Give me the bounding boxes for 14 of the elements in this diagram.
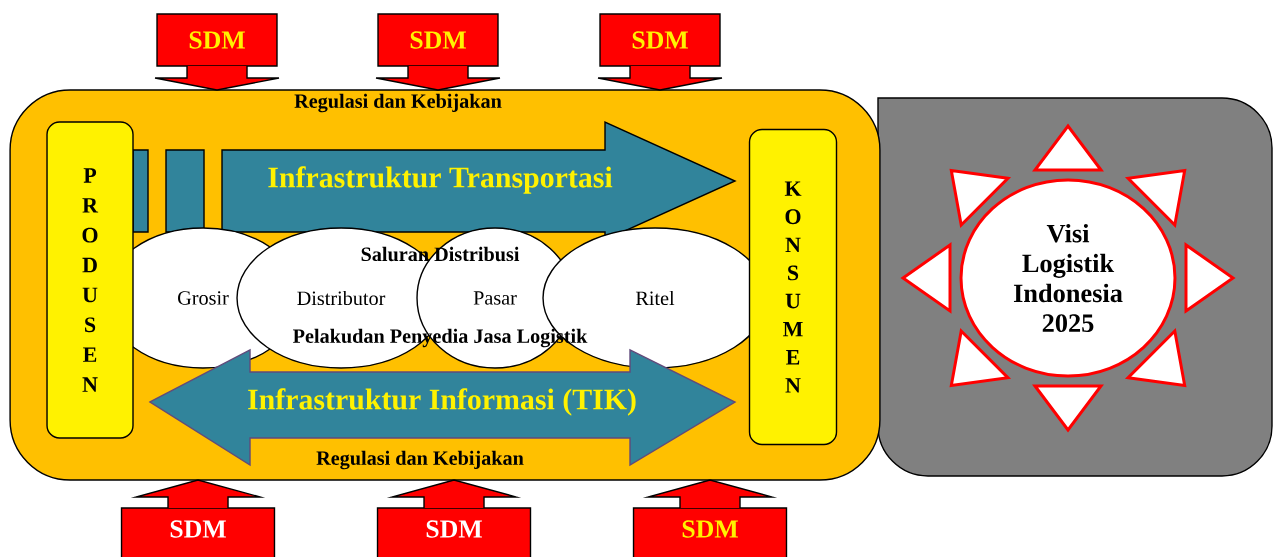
label-box: SDM	[377, 13, 499, 67]
block-arrow	[154, 65, 280, 91]
block-arrow	[597, 65, 723, 91]
block-arrow	[130, 479, 266, 509]
block-arrow	[642, 479, 778, 509]
block-arrow	[375, 65, 501, 91]
label-box: SDM	[156, 13, 278, 67]
block-arrow	[386, 479, 522, 509]
label-box: SDM	[120, 507, 276, 557]
label-box: SDM	[376, 507, 532, 557]
vertical-label-box: K O N S U M E N	[748, 128, 838, 446]
label-box: SDM	[632, 507, 788, 557]
vertical-label-box: P R O D U S E N	[46, 121, 134, 439]
label-box: SDM	[599, 13, 721, 67]
